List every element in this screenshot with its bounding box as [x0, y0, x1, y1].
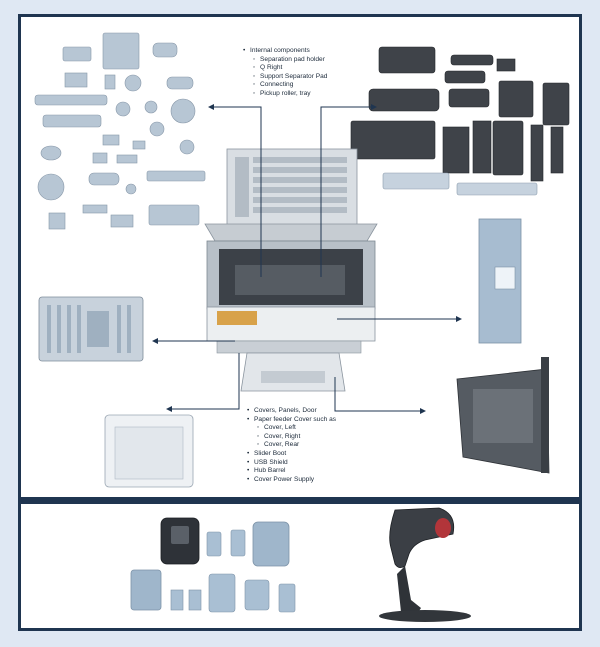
- barcode-scanner: [379, 507, 471, 622]
- covers-item: USB Shield: [247, 459, 336, 468]
- covers-item: Slider Boot: [247, 450, 336, 459]
- covers-list: Covers, Panels, Door Paper feeder Cover …: [247, 407, 336, 484]
- dark-internal-parts-group: [350, 46, 570, 182]
- covers-item: Cover Power Supply: [247, 476, 336, 485]
- light-rail-parts-group: [382, 172, 538, 196]
- covers-item: Cover, Right: [247, 433, 336, 442]
- internal-item: Q Right: [243, 64, 327, 73]
- covers-item: Paper feeder Cover such as: [247, 416, 336, 425]
- covers-item: Cover, Left: [247, 424, 336, 433]
- scanner-housing-parts: [130, 517, 296, 613]
- internal-item: Support Separator Pad: [243, 73, 327, 82]
- internal-item: Separation pad holder: [243, 56, 327, 65]
- printer-parts-panel: Internal components Separation pad holde…: [21, 17, 579, 497]
- internal-item: Connecting: [243, 81, 327, 90]
- covers-item: Hub Barrel: [247, 467, 336, 476]
- figure-frame: Internal components Separation pad holde…: [18, 14, 582, 631]
- side-panel-part: [478, 218, 522, 344]
- internal-components-list: Internal components Separation pad holde…: [243, 47, 327, 99]
- cover-panel-part: [104, 414, 194, 488]
- small-plastic-parts-group: [34, 32, 206, 230]
- covers-item: Covers, Panels, Door: [247, 407, 336, 416]
- panel-divider: [21, 497, 579, 504]
- covers-item: Cover, Rear: [247, 441, 336, 450]
- paper-tray-part: [456, 357, 550, 474]
- scanner-parts-panel: [21, 504, 579, 628]
- internal-item: Pickup roller, tray: [243, 90, 327, 99]
- paper-guide-part: [38, 296, 144, 362]
- internal-components-heading: Internal components: [243, 47, 327, 56]
- printer: [204, 148, 378, 392]
- printer-diagram: [34, 32, 570, 488]
- scanner-diagram: [130, 507, 471, 622]
